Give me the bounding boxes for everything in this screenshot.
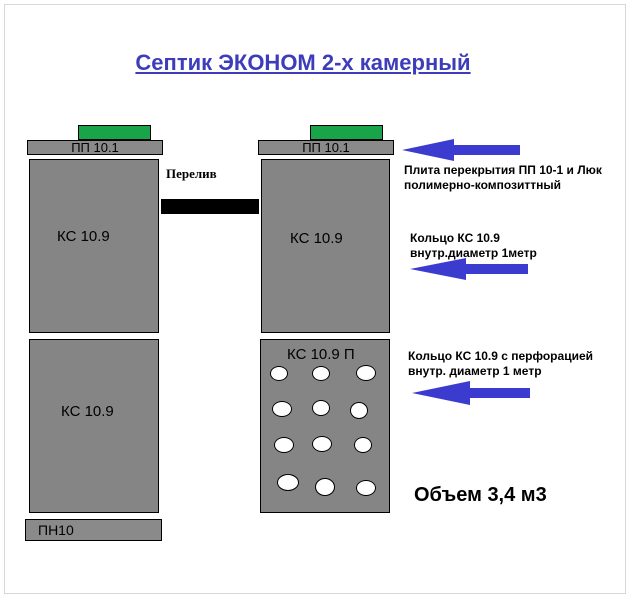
perforation-hole	[270, 366, 288, 381]
diagram-frame	[4, 4, 626, 594]
annotation-ring-line1: Кольцо КС 10.9	[410, 231, 500, 245]
overflow-label: Перелив	[166, 166, 217, 181]
perforation-hole	[356, 365, 376, 381]
left-slab-label: ПП 10.1	[71, 140, 119, 155]
left-ring-top-label: КС 10.9	[57, 228, 110, 245]
annotation-perforated-ring: Кольцо КС 10.9 с перфорацией внутр. диам…	[408, 349, 593, 379]
perforation-hole	[312, 366, 330, 381]
left-hatch	[78, 125, 151, 140]
arrow-left-icon	[410, 258, 528, 280]
right-slab-label: ПП 10.1	[302, 140, 350, 155]
left-ring-bottom: КС 10.9	[29, 339, 159, 513]
right-hatch	[310, 125, 383, 140]
annotation-perf-line2: внутр. диаметр 1 метр	[408, 364, 542, 378]
annotation-cover-line1: Плита перекрытия ПП 10-1 и Люк	[404, 163, 602, 177]
arrow-left-icon	[402, 139, 520, 161]
perforation-hole	[315, 478, 335, 496]
arrow-left-icon	[412, 381, 530, 405]
annotation-perf-line1: Кольцо КС 10.9 с перфорацией	[408, 349, 593, 363]
page-title: Септик ЭКОНОМ 2-х камерный	[135, 50, 471, 75]
perforation-hole	[272, 401, 292, 417]
right-ring-top: КС 10.9	[261, 159, 390, 333]
annotation-ring-line2: внутр.диаметр 1метр	[410, 246, 537, 260]
perforation-hole	[277, 474, 299, 491]
left-ring-bottom-label: КС 10.9	[61, 403, 114, 420]
perforation-hole	[356, 480, 376, 496]
perforation-hole	[354, 437, 372, 453]
perforation-hole	[350, 402, 368, 419]
left-ring-top: КС 10.9	[29, 159, 159, 333]
right-ring-top-label: КС 10.9	[290, 230, 343, 247]
annotation-ring: Кольцо КС 10.9 внутр.диаметр 1метр	[410, 231, 537, 261]
left-base-slab: ПН10	[25, 519, 162, 541]
perforation-hole	[274, 437, 294, 453]
overflow-pipe	[161, 199, 259, 214]
perforation-hole	[312, 436, 332, 452]
perforation-hole	[312, 400, 330, 416]
right-ring-perforated-label: КС 10.9 П	[287, 346, 355, 363]
right-cover-slab: ПП 10.1	[258, 140, 394, 155]
left-cover-slab: ПП 10.1	[27, 140, 163, 155]
annotation-cover-slab: Плита перекрытия ПП 10-1 и Люк полимерно…	[404, 163, 602, 193]
left-base-label: ПН10	[38, 522, 74, 538]
volume-label: Объем 3,4 м3	[414, 484, 547, 506]
annotation-cover-line2: полимерно-композиттный	[404, 178, 562, 192]
